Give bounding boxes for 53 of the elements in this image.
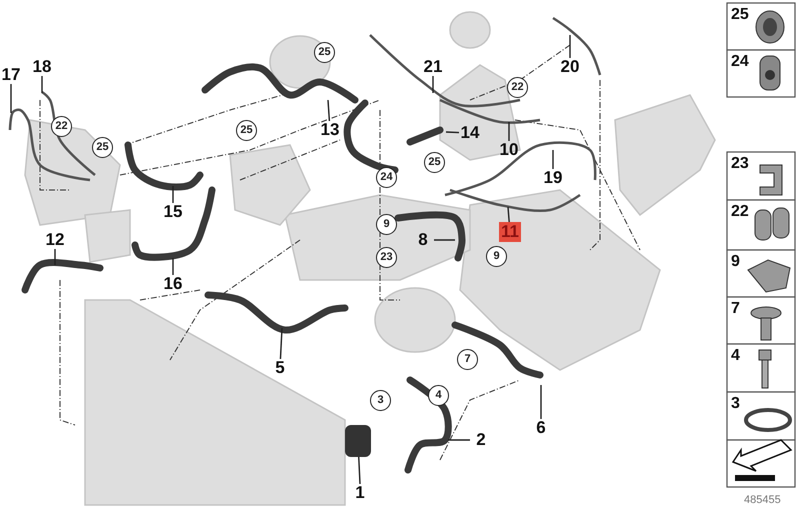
leader-line [280, 328, 283, 360]
part-number: 4 [731, 347, 740, 364]
circled-callout-number: 25 [424, 152, 445, 173]
part-number: 7 [731, 300, 740, 317]
callout-number: 18 [31, 58, 53, 76]
callout-number: 10 [498, 141, 520, 159]
callout-number: 17 [0, 66, 22, 84]
callout-number: 13 [319, 121, 341, 139]
leader-line [54, 249, 56, 265]
diagram-code: 485455 [744, 494, 781, 506]
callout-number: 19 [542, 169, 564, 187]
callout-number: 14 [459, 124, 481, 142]
callout-number: 6 [530, 419, 552, 437]
callout-number: 21 [422, 58, 444, 76]
circled-callout-number: 7 [457, 349, 478, 370]
leader-line [552, 150, 554, 169]
highlighted-callout-number: 11 [499, 222, 521, 242]
part-number: 22 [731, 203, 749, 220]
circled-callout-number: 4 [428, 385, 449, 406]
leader-line [172, 186, 174, 203]
circled-callout-number: 24 [376, 167, 397, 188]
part-number: 3 [731, 395, 740, 412]
leader-line [41, 76, 43, 93]
callout-number: 20 [559, 58, 581, 76]
callout-number: 5 [269, 359, 291, 377]
callout-number: 8 [412, 231, 434, 249]
leader-line [448, 439, 470, 441]
leader-line [172, 258, 174, 275]
leader-line [446, 131, 460, 134]
leader-line [358, 456, 361, 484]
leader-line [569, 35, 571, 58]
leader-line [10, 84, 12, 113]
circled-callout-number: 22 [507, 77, 528, 98]
callout-number: 1 [349, 484, 371, 502]
part-number: 24 [731, 53, 749, 70]
part-number: 25 [731, 6, 749, 23]
part-number: 23 [731, 155, 749, 172]
leader-line [434, 239, 455, 241]
callout-number: 2 [470, 431, 492, 449]
circled-callout-number: 22 [51, 116, 72, 137]
leader-line [327, 100, 330, 122]
callout-number: 15 [162, 203, 184, 221]
circled-callout-number: 25 [314, 42, 335, 63]
callout-number: 16 [162, 275, 184, 293]
leader-line [508, 122, 510, 141]
thermostat-housing [345, 425, 371, 457]
leader-line [540, 385, 542, 419]
circled-callout-number: 25 [236, 120, 257, 141]
leader-line [507, 206, 510, 222]
callout-number: 12 [44, 231, 66, 249]
circled-callout-number: 3 [370, 390, 391, 411]
part-number: 9 [731, 253, 740, 270]
leader-line [432, 76, 434, 93]
